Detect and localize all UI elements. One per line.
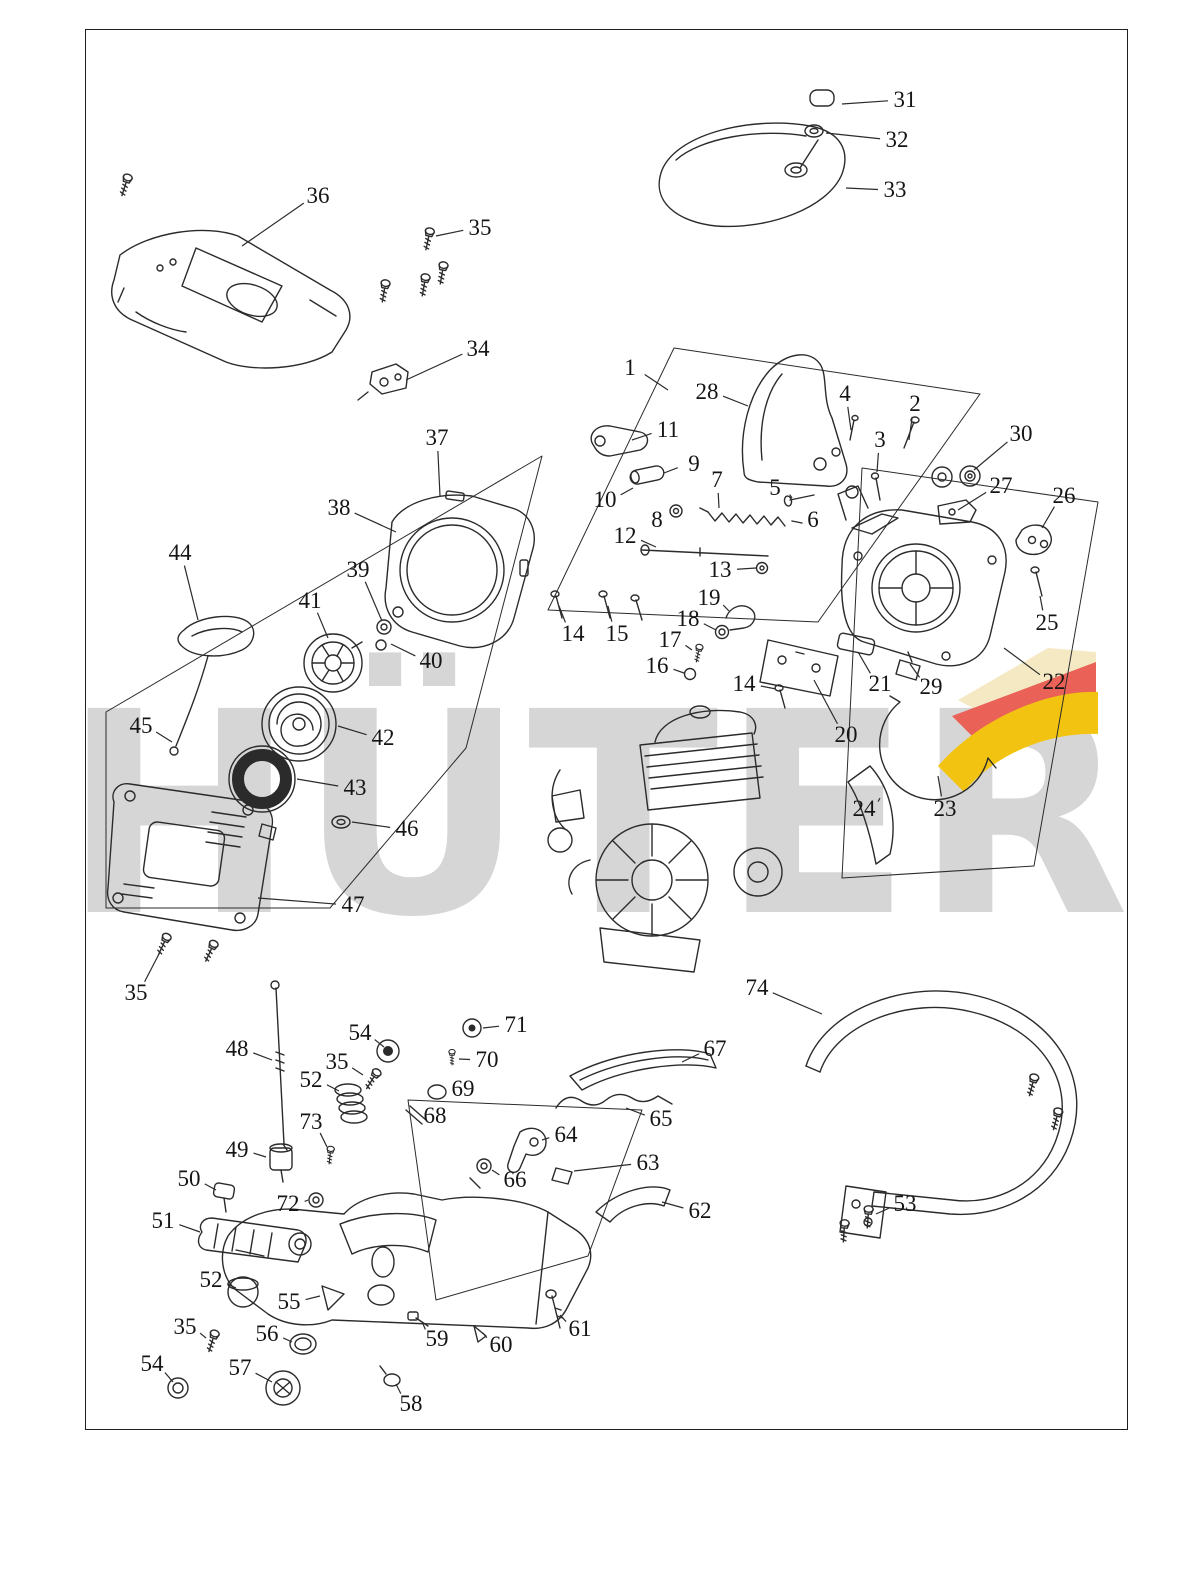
engine-drawing [547, 705, 783, 973]
part-label: 54 [348, 1020, 372, 1045]
part-label: 35 [468, 215, 492, 240]
part-label: 10 [593, 487, 617, 512]
part-label: 47 [341, 892, 365, 917]
part-label: 71 [504, 1012, 528, 1037]
part-label: 1 [624, 355, 636, 380]
part-label: 29 [919, 674, 943, 699]
top-cover-drawing [111, 229, 351, 369]
part-label: 48 [225, 1036, 249, 1061]
part-label: 4 [839, 381, 851, 406]
part-label: 54 [140, 1351, 164, 1376]
part-label: 28 [695, 379, 719, 404]
part-label: 32 [885, 127, 909, 152]
part-label: 17 [658, 627, 682, 652]
part-label: 65 [649, 1106, 673, 1131]
part-label: 33 [883, 177, 907, 202]
part-label: 35 [325, 1049, 349, 1074]
part-label: 63 [636, 1150, 660, 1175]
antivibe-parts-drawing [269, 980, 482, 1208]
part-label: 59 [425, 1326, 449, 1351]
part-label: 38 [327, 495, 351, 520]
part-label: 41 [298, 588, 322, 613]
screws [116, 172, 1065, 1354]
part-label: 23 [933, 796, 957, 821]
part-label: 20 [834, 722, 858, 747]
part-label: 73 [299, 1109, 323, 1134]
part-label: 14 [732, 671, 756, 696]
part-label: 21 [868, 671, 892, 696]
part-label: 53 [893, 1191, 917, 1216]
part-label: 55 [277, 1289, 301, 1314]
region-boxes [105, 347, 1099, 1301]
air-cover-drawing [658, 89, 846, 228]
part-label: 36 [306, 183, 330, 208]
part-label: 60 [489, 1332, 513, 1357]
part-label: 74 [745, 975, 769, 1000]
part-label: 3 [874, 427, 886, 452]
part-label: 6 [807, 507, 819, 532]
tank-handle-drawing [167, 1049, 717, 1406]
part-label: 39 [346, 557, 370, 582]
part-label: 37 [425, 425, 449, 450]
part-label: 68 [423, 1103, 447, 1128]
part-label: 42 [371, 725, 395, 750]
part-label: 52 [199, 1267, 223, 1292]
part-label: 69 [451, 1076, 475, 1101]
diagram-border [85, 29, 1128, 1430]
part-label: 7 [711, 467, 723, 492]
part-label: 11 [656, 417, 680, 442]
part-label: 56 [255, 1321, 279, 1346]
part-label: 43 [343, 775, 367, 800]
part-label: 14 [561, 621, 585, 646]
part-label: 70 [475, 1047, 499, 1072]
bracket-34-drawing [357, 363, 409, 401]
part-label: 52 [299, 1067, 323, 1092]
part-label: 12 [613, 523, 637, 548]
brand-logo [938, 648, 1098, 792]
starter-assembly-drawing [169, 490, 535, 813]
part-label: 49 [225, 1137, 249, 1162]
part-label: 61 [568, 1316, 592, 1341]
part-label: 58 [399, 1391, 423, 1416]
part-label: 35 [124, 980, 148, 1005]
part-label: 64 [554, 1122, 578, 1147]
part-label: 66 [503, 1167, 527, 1192]
part-label: 2 [909, 391, 921, 416]
part-label: 18 [676, 606, 700, 631]
part-label: 22 [1042, 669, 1066, 694]
part-label: 67 [703, 1036, 727, 1061]
handlebar-drawing [805, 990, 1078, 1239]
part-label: 72 [276, 1191, 300, 1216]
part-label: 34 [466, 336, 490, 361]
part-label: 30 [1009, 421, 1033, 446]
part-label: 5 [769, 475, 781, 500]
part-label: 40 [419, 648, 443, 673]
part-label: 57 [228, 1355, 252, 1380]
part-label: 50 [177, 1166, 201, 1191]
chain-brake-lever-drawing [741, 354, 920, 501]
part-label: 19 [697, 585, 721, 610]
part-label: 8 [651, 507, 663, 532]
part-label: 25 [1035, 610, 1059, 635]
part-label: 35 [173, 1314, 197, 1339]
part-label: 26 [1052, 483, 1076, 508]
part-label: 51 [151, 1208, 175, 1233]
part-label: 9 [688, 451, 700, 476]
part-label: 45 [129, 713, 153, 738]
part-label: 13 [708, 557, 732, 582]
part-label: 31 [893, 87, 917, 112]
part-label: 46 [395, 816, 419, 841]
part-label: 15 [605, 621, 629, 646]
part-label: 62 [688, 1198, 712, 1223]
part-label: 24 [852, 796, 876, 821]
part-label: 16 [645, 653, 669, 678]
part-label: 44 [168, 540, 192, 565]
clutch-cover-drawing [837, 465, 1052, 865]
starter-cover-drawing [106, 783, 351, 932]
part-label: 27 [989, 473, 1013, 498]
